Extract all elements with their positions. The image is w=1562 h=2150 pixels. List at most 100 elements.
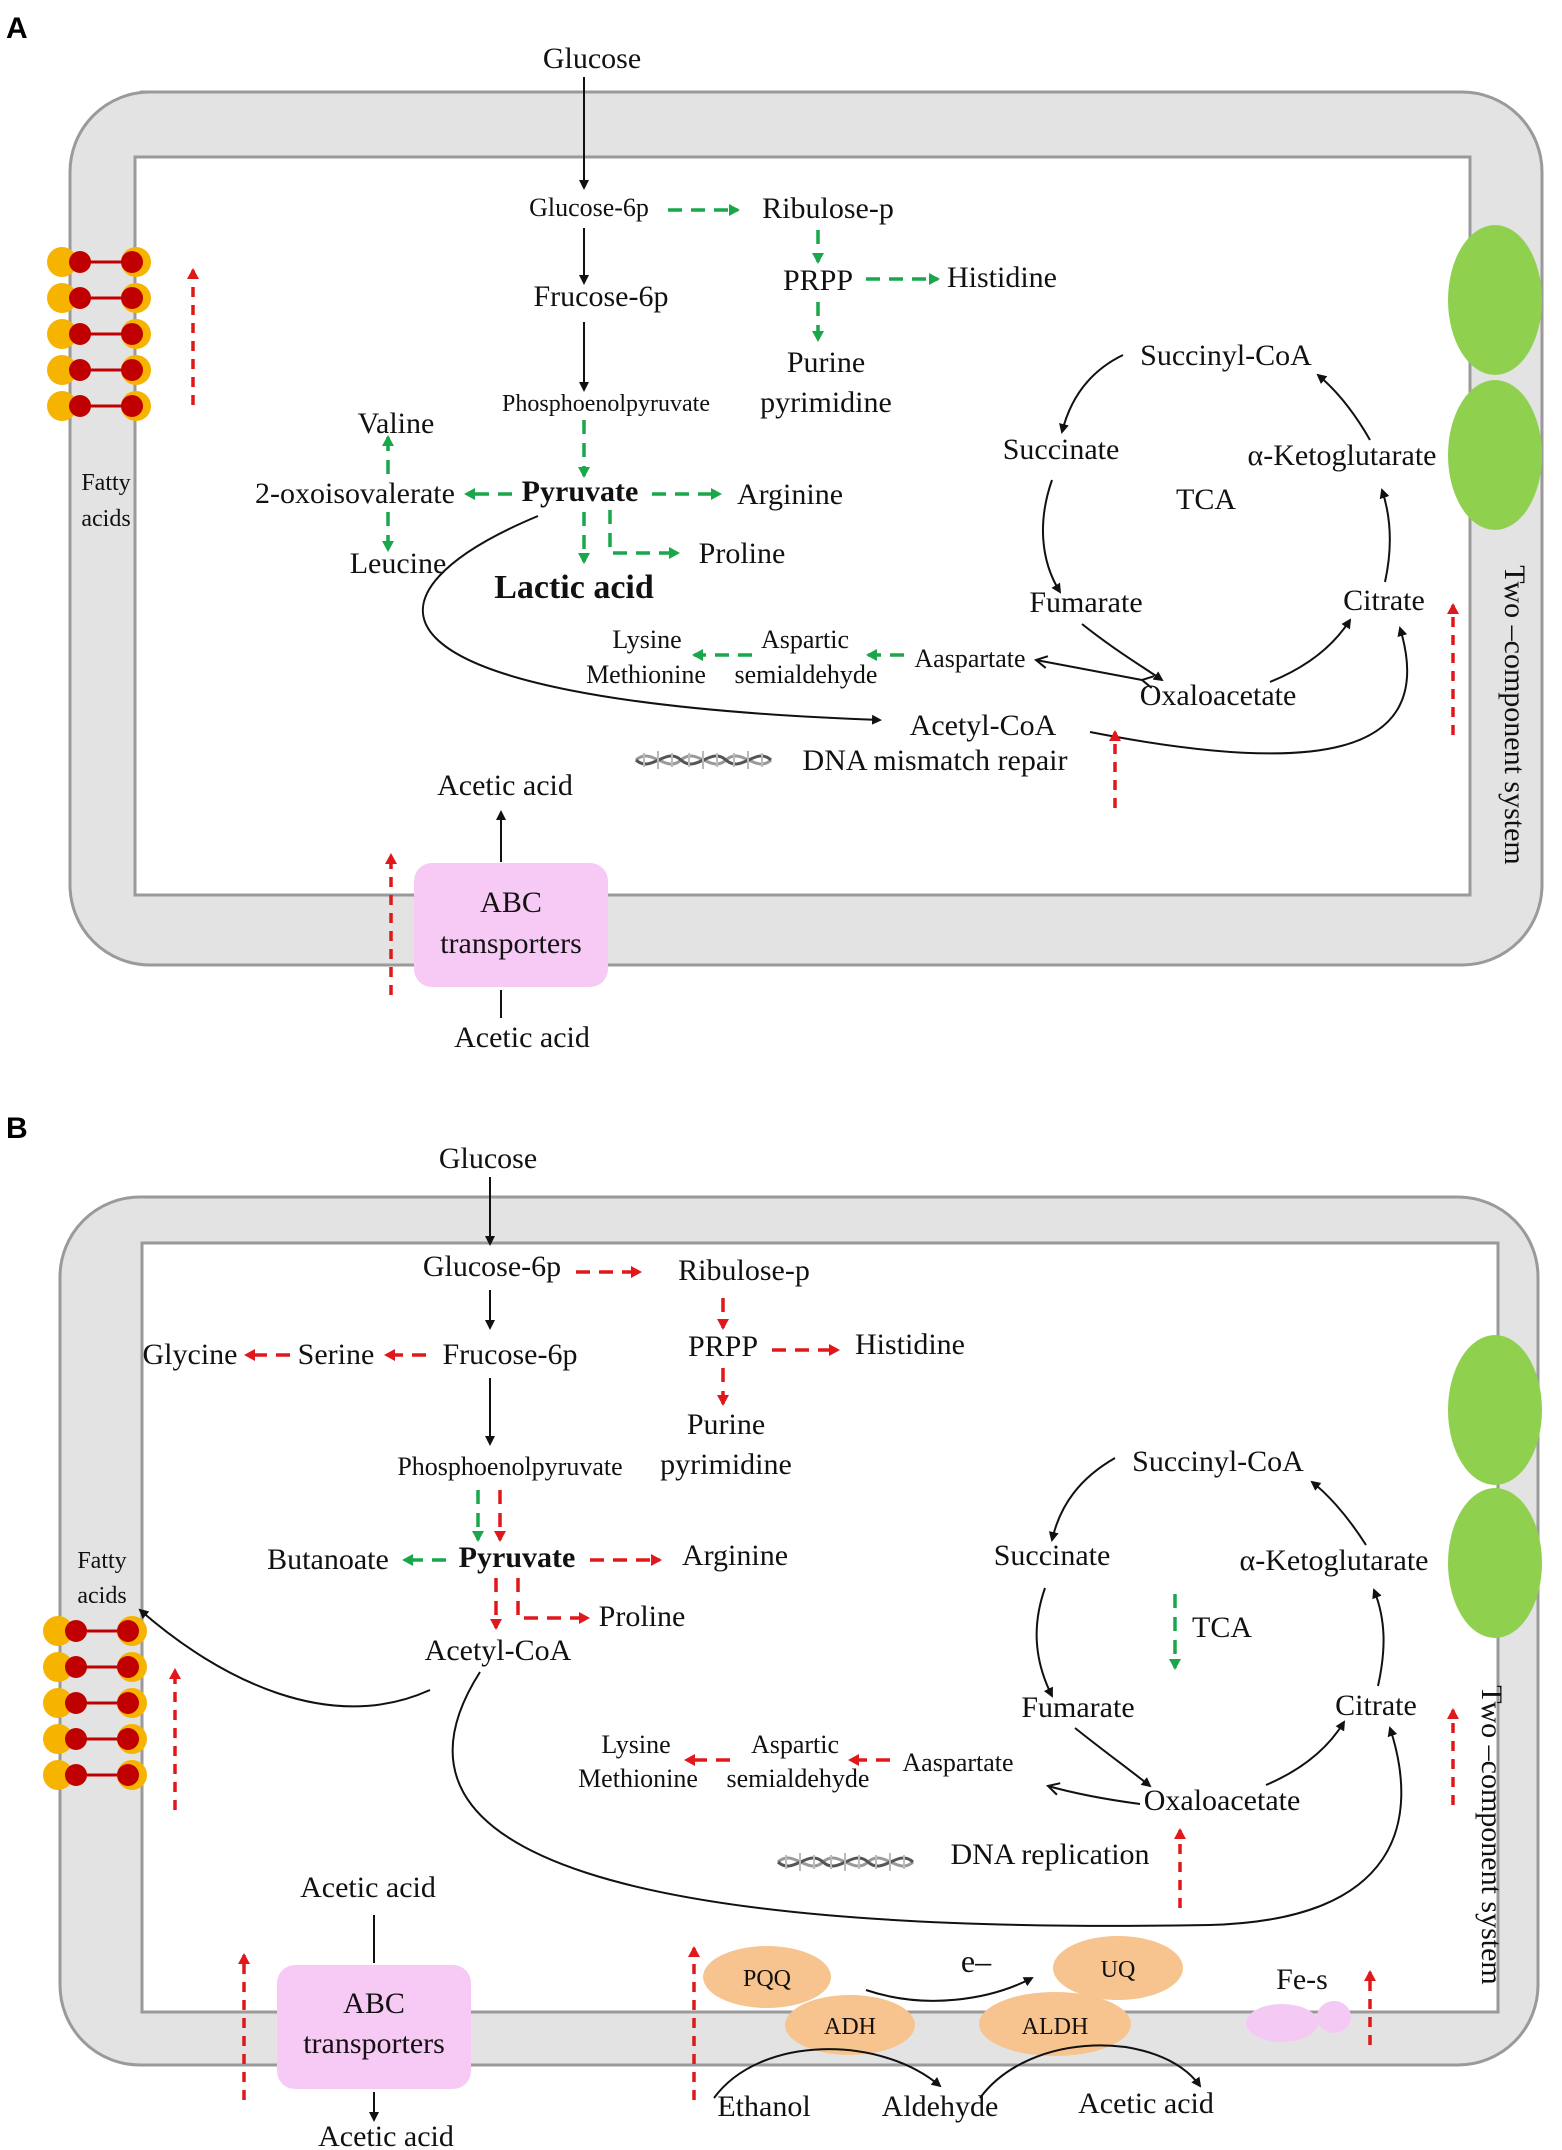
oxoisovalerate-label: 2-oxoisovalerate [255,477,455,510]
oxaloacetate-label: Oxaloacetate [1144,1784,1301,1817]
frucose6p-label: Frucose-6p [534,280,669,313]
panel-a-label: A [6,12,28,45]
aldehyde-label: Aldehyde [882,2090,999,2123]
ketoglutarate-label: α-Ketoglutarate [1240,1544,1429,1577]
arrow-electron-transfer [865,1977,1034,2002]
aaspartate-label: Aaspartate [914,644,1025,673]
pyruvate-label: Pyruvate [522,475,639,508]
acetic-acid-inside-label: Acetic acid [300,1871,436,1904]
pqq-ellipse [703,1946,831,2008]
lipid-bilayer-icon [47,247,151,421]
fes-cluster-small [1317,2001,1351,2033]
prpp-label: PRPP [688,1330,758,1363]
butanoate-label: Butanoate [267,1543,389,1576]
pyrimidine-label: pyrimidine [760,386,892,419]
two-component-label: Two –component system [1498,565,1531,865]
methionine-label: Methionine [578,1764,698,1793]
acetylcoa-label: Acetyl-CoA [910,709,1057,742]
abc-label-2: transporters [303,2027,445,2060]
aldh-ellipse [979,1992,1131,2056]
pep-label: Phosphoenolpyruvate [502,391,710,417]
succinylcoa-label: Succinyl-CoA [1140,339,1312,372]
proline-label: Proline [699,537,786,570]
fatty-acids-label-1: Fatty [81,470,130,496]
fes-cluster-large [1246,2004,1318,2042]
dna-helix-icon [776,1853,915,1871]
arrow-oxaloacetate-aaspartate [1036,660,1142,680]
pyrimidine-label: pyrimidine [660,1448,792,1481]
abc-transporter-box [277,1965,471,2089]
panel-a: A Fatty aci [6,12,1544,1054]
dna-replication-label: DNA replication [950,1838,1149,1871]
methionine-label: Methionine [586,660,706,689]
succinate-label: Succinate [1003,433,1120,466]
arrow-ketoglutarate-to-succinylcoa [1316,373,1371,441]
arrow-succinate-to-fumarate [1042,479,1062,594]
arrow-acetylcoa-to-citrate [451,1671,1403,1927]
tca-label: TCA [1176,483,1236,516]
leucine-label: Leucine [350,547,447,580]
ribulose-label: Ribulose-p [678,1254,810,1287]
cell-membrane-a [68,90,1544,967]
purine-label: Purine [687,1408,765,1441]
aspartic-label: Aspartic [751,1730,839,1759]
arrow-aldehyde-to-acetic [979,2044,1202,2099]
aaspartate-label: Aaspartate [902,1748,1013,1777]
arrow-ketoglutarate-to-succinylcoa [1310,1480,1367,1546]
lactic-acid-label: Lactic acid [494,569,654,606]
arrow-citrate-to-ketoglutarate [1379,488,1391,583]
arrow-oxaloacetate-to-citrate [1265,1720,1346,1786]
semialdehyde-label: semialdehyde [735,660,878,689]
frucose6p-label: Frucose-6p [443,1338,578,1371]
glucose6p-label: Glucose-6p [423,1250,561,1283]
arrow-citrate-to-ketoglutarate [1372,1588,1385,1687]
arrow-succinylcoa-to-succinate [1048,1457,1116,1542]
fumarate-label: Fumarate [1029,586,1142,619]
acetic-acid-outside-label: Acetic acid [318,2120,454,2150]
arrow-ethanol-to-aldehyde [713,2048,942,2099]
arrow-pyruvate-to-proline [516,1578,590,1624]
dna-mismatch-repair-label: DNA mismatch repair [803,744,1068,777]
glucose6p-label: Glucose-6p [529,193,649,222]
histidine-label: Histidine [947,261,1057,294]
uq-ellipse [1053,1936,1183,2000]
aldh-label: ALDH [1022,2014,1089,2040]
electron-label: e– [961,1943,992,1979]
lysine-label: Lysine [601,1730,670,1759]
citrate-label: Citrate [1343,584,1425,617]
acetic-acid-inside-label: Acetic acid [437,769,573,802]
succinate-label: Succinate [994,1539,1111,1572]
fatty-acids-label-2: acids [77,1583,126,1609]
arrow-succinate-to-fumarate [1035,1587,1053,1698]
adh-label: ADH [824,2014,876,2040]
pqq-label: PQQ [743,1966,791,1992]
glucose-label: Glucose [543,42,641,75]
arrow-succinylcoa-to-succinate [1059,354,1124,434]
arrow-pyruvate-to-acetylcoa [422,515,882,725]
two-component-label: Two –component system [1475,1685,1508,1985]
prpp-label: PRPP [783,264,853,297]
arginine-label: Arginine [737,478,843,511]
acetylcoa-label: Acetyl-CoA [425,1634,572,1667]
pyruvate-label: Pyruvate [459,1541,576,1574]
succinylcoa-label: Succinyl-CoA [1132,1445,1304,1478]
arginine-label: Arginine [682,1539,788,1572]
two-component-receptor-top [1448,1335,1542,1485]
acetic-acid-outside-label: Acetic acid [454,1021,590,1054]
ribulose-label: Ribulose-p [762,192,894,225]
arrow-acetylcoa-to-citrate [1089,626,1409,755]
arrow-acetylcoa-to-fatty-acids [138,1608,431,1708]
abc-label-2: transporters [440,927,582,960]
uq-label: UQ [1101,1957,1136,1983]
lysine-label: Lysine [612,625,681,654]
panel-b: B Fatty acids Two –component system Gluc… [6,1112,1542,2150]
arrow-pyruvate-to-proline [608,510,680,559]
fumarate-label: Fumarate [1021,1691,1134,1724]
cell-membrane-b [58,1195,1540,2067]
serine-label: Serine [298,1338,375,1371]
arrow-oxaloacetate-to-citrate [1269,618,1352,683]
fes-label: Fe-s [1276,1963,1328,1996]
valine-label: Valine [358,407,435,440]
acetic-acid-product-label: Acetic acid [1078,2087,1214,2120]
